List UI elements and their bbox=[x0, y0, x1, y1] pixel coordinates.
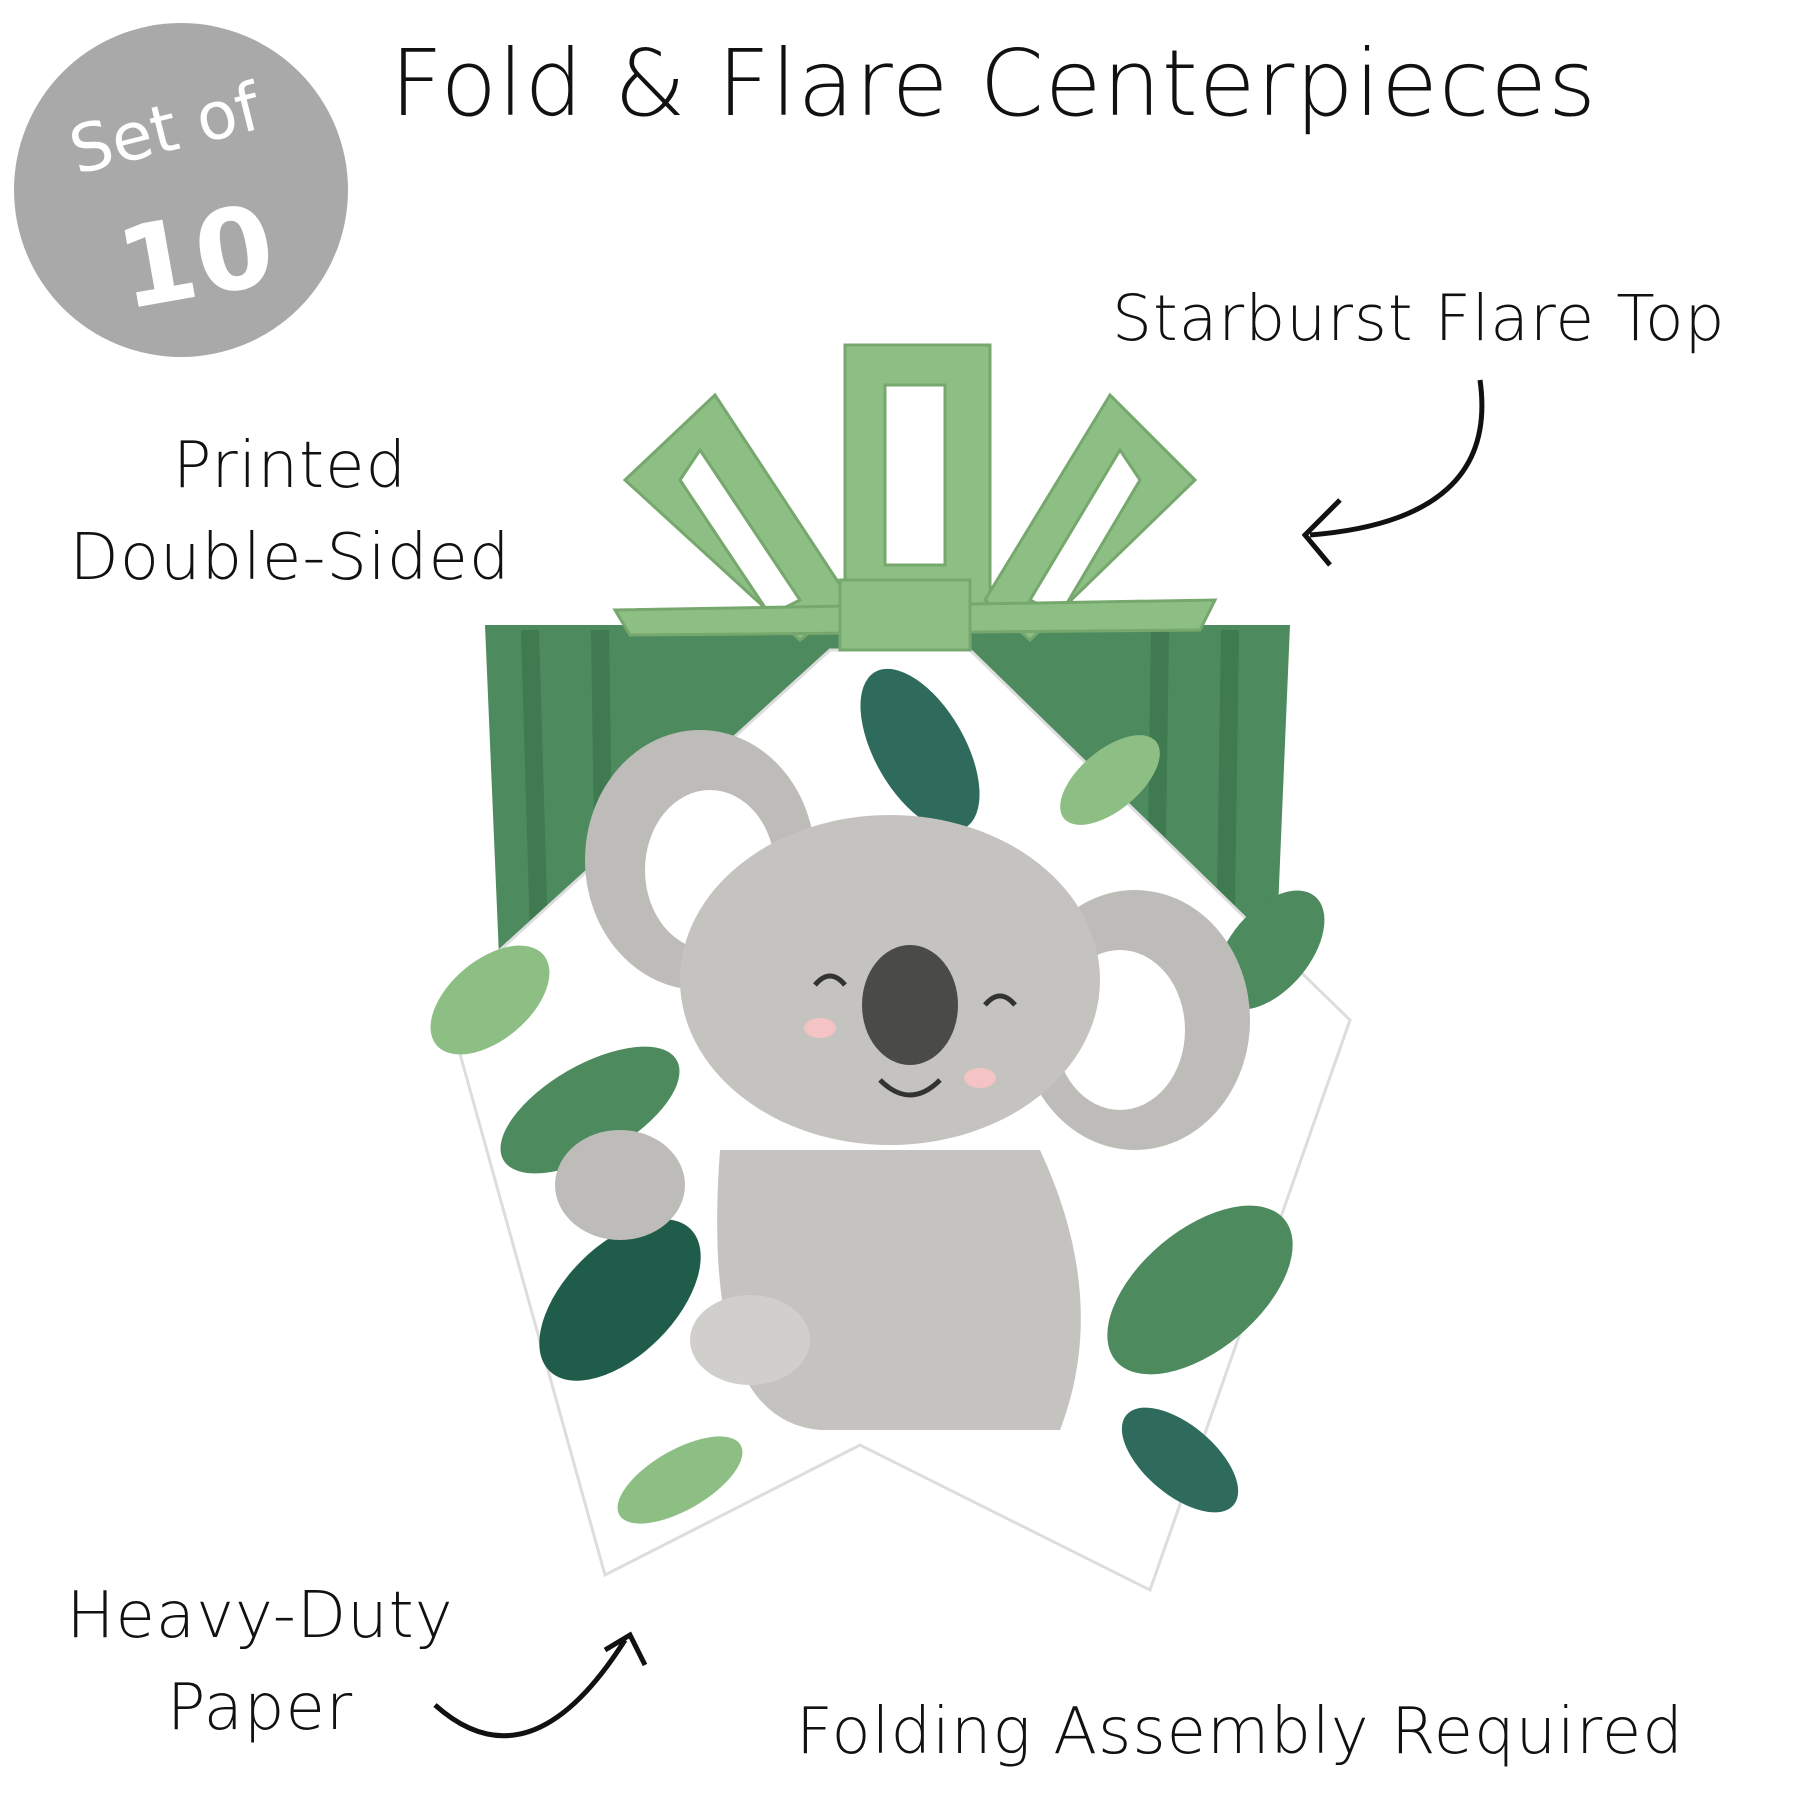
leaves bbox=[430, 668, 1325, 1524]
callout-folding-assembly: Folding Assembly Required bbox=[796, 1695, 1684, 1769]
arrow-heavy-duty-icon bbox=[433, 1631, 648, 1739]
starburst-flare-top bbox=[612, 343, 1218, 652]
koala-illustration bbox=[555, 730, 1250, 1430]
callout-printed-double-sided: Printed Double-Sided bbox=[40, 420, 540, 604]
product-title: Fold & Flare Centerpieces bbox=[390, 30, 1597, 137]
callout-heavy-duty-paper: Heavy-Duty Paper bbox=[40, 1570, 480, 1754]
badge-set-of-text: Set of bbox=[62, 68, 268, 190]
callout-line: Heavy-Duty bbox=[66, 1579, 454, 1653]
callout-line: Printed bbox=[172, 429, 408, 503]
callout-line: Paper bbox=[166, 1671, 354, 1745]
callout-line: Double-Sided bbox=[69, 521, 511, 595]
set-of-10-badge: Set of 10 bbox=[14, 23, 348, 357]
arrow-starburst-icon bbox=[1301, 379, 1485, 567]
badge-count-text: 10 bbox=[107, 180, 284, 336]
callout-starburst-flare-top: Starburst Flare Top bbox=[1112, 282, 1726, 355]
